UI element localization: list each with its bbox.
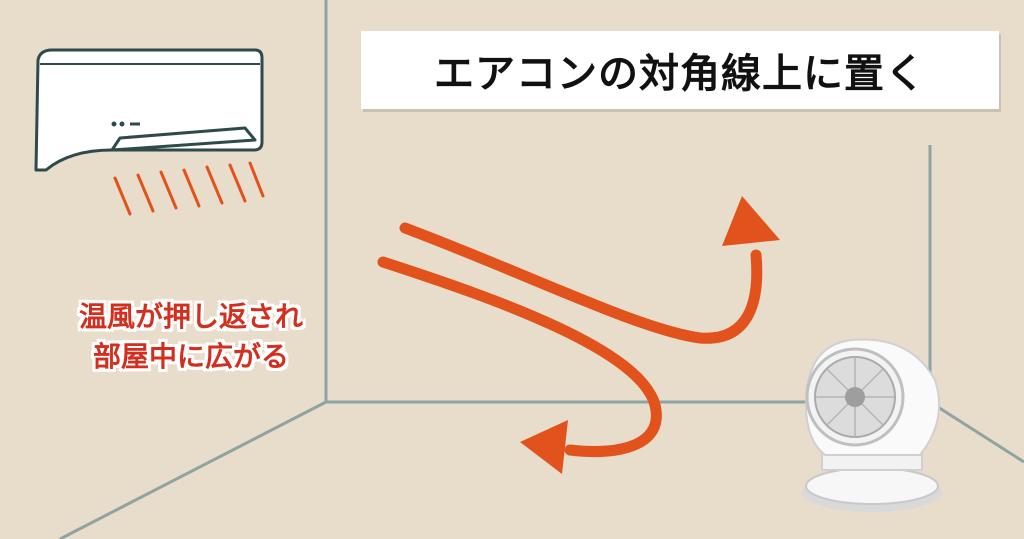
warm-air-stream-lines <box>113 161 265 216</box>
warm-air-caption: 温風が押し返され 部屋中に広がる <box>46 297 336 377</box>
title-box: エアコンの対角線上に置く <box>361 31 999 109</box>
warm-air-arrow-icon <box>377 222 763 458</box>
arrowhead-up <box>722 196 780 246</box>
arrowhead-left <box>520 420 568 474</box>
page-title: エアコンの対角線上に置く <box>434 51 926 97</box>
caption-line-1: 温風が押し返され <box>78 300 303 333</box>
air-conditioner-icon <box>34 48 265 216</box>
caption-line-2: 部屋中に広がる <box>92 340 289 373</box>
circulator-fan-icon <box>802 338 942 512</box>
